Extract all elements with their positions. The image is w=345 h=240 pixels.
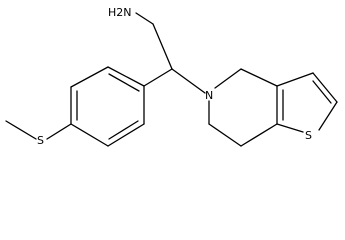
bond-c3-c2 — [312, 72, 338, 103]
bond-nh2-ch2 — [135, 12, 154, 25]
bond-phenyl-double-1 — [108, 73, 140, 92]
bond-c7a-ch2 — [240, 123, 278, 147]
bond-phenyl-1 — [107, 66, 145, 87]
bond-thiophene-double-1 — [312, 80, 332, 104]
thiophene-sulfur-label: S — [305, 129, 312, 142]
bond-phenyl-5 — [107, 123, 145, 147]
amine-label: H2N — [108, 6, 132, 19]
structure-canvas: H2N N S S — [5, 6, 338, 147]
bond-n-ch2-upper — [214, 68, 242, 89]
ring-nitrogen-label: N — [205, 89, 213, 102]
bond-ch-ring-n — [171, 68, 206, 94]
bond-s-c7a — [276, 123, 304, 133]
molecule-structure: H2N N S S — [5, 6, 338, 147]
bond-ch-phenyl — [143, 68, 173, 87]
bond-ch2-c3a — [240, 68, 278, 87]
bond-c2-s — [318, 101, 338, 131]
bond-c3a-c3 — [276, 72, 314, 87]
bond-phenyl-2 — [70, 66, 109, 88]
thioether-sulfur-label: S — [37, 134, 44, 147]
bond-phenyl-double-3 — [108, 120, 139, 140]
bond-sulfur-methyl — [5, 120, 37, 140]
bond-phenyl-4 — [70, 123, 109, 147]
bond-ch2-ch2 — [208, 123, 242, 147]
bond-phenyl-sulfur — [46, 123, 72, 140]
bond-ch2-ch — [152, 23, 173, 70]
